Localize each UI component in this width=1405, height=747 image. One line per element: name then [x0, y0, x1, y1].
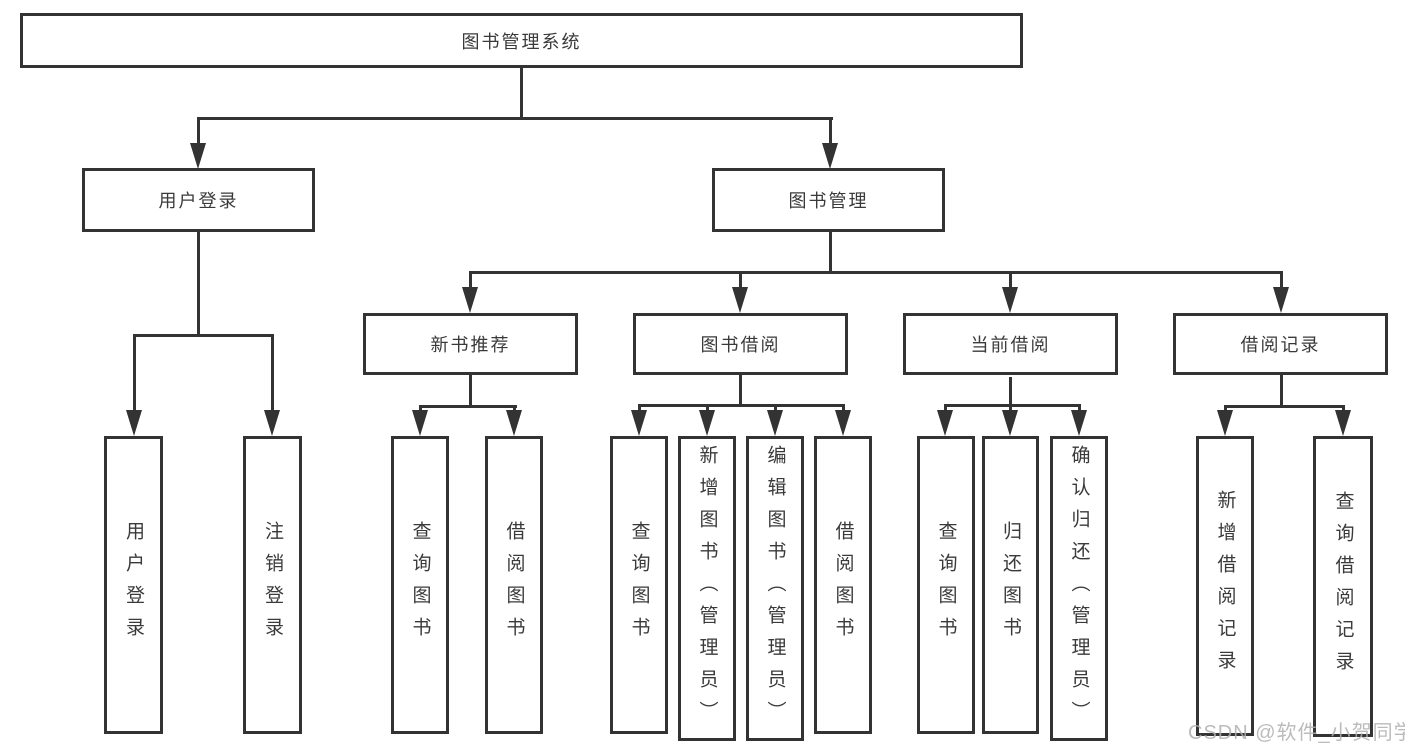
leaf-query-borrow-record-label: 查询借阅记录 [1332, 490, 1354, 683]
node-borrow-record-label: 借阅记录 [1240, 335, 1321, 355]
node-current-borrow-label: 当前借阅 [970, 335, 1051, 355]
leaf-borrow-books-recommend-label: 借阅图书 [503, 521, 525, 649]
node-current-borrow: 当前借阅 [903, 313, 1118, 375]
arrowhead-borrow-icon [732, 287, 748, 313]
arrowhead-add-books-icon [699, 410, 715, 436]
connector-drop-b-books-2 [842, 404, 845, 414]
connector-user-login-bar [133, 334, 274, 337]
node-new-book-recommend-label: 新书推荐 [430, 335, 511, 355]
leaf-user-login-label: 用户登录 [123, 521, 144, 649]
connector-current-bar [944, 404, 1081, 407]
arrowhead-record-icon [1273, 287, 1289, 313]
arrowhead-recommend-icon [462, 287, 478, 313]
connector-drop-book-management [829, 117, 832, 149]
leaf-query-books-current: 查询图书 [917, 436, 975, 734]
connector-drop-borrow [739, 271, 742, 289]
connector-drop-q-books-2 [638, 404, 641, 414]
leaf-query-books-borrow: 查询图书 [610, 436, 668, 734]
connector-drop-record [1280, 271, 1283, 289]
arrowhead-q-books-3-icon [937, 410, 953, 436]
connector-drop-confirm-return [1078, 404, 1081, 414]
leaf-logout-label: 注销登录 [262, 521, 283, 649]
arrowhead-return-books-icon [1002, 410, 1018, 436]
leaf-edit-books-admin: 编辑图书（管理员） [746, 436, 804, 741]
watermark: CSDN @软件_小贺同学 [1188, 722, 1405, 744]
arrowhead-user-login-icon [190, 143, 206, 169]
node-root: 图书管理系统 [20, 13, 1023, 68]
connector-drop-recommend [469, 271, 472, 289]
node-book-borrow-label: 图书借阅 [700, 335, 781, 355]
arrowhead-add-record-icon [1217, 410, 1233, 436]
leaf-return-books-label: 归还图书 [1000, 521, 1021, 649]
leaf-add-books-admin-label: 新增图书（管理员） [696, 444, 718, 733]
connector-root-bar [197, 117, 833, 120]
arrowhead-book-management-icon [822, 143, 838, 169]
leaf-borrow-books: 借阅图书 [814, 436, 872, 734]
node-user-login-label: 用户登录 [158, 191, 239, 211]
arrowhead-q-books-2-icon [631, 410, 647, 436]
arrowhead-q-record-icon [1335, 410, 1351, 436]
leaf-confirm-return-admin-label: 确认归还（管理员） [1068, 444, 1090, 733]
connector-drop-user-login [197, 117, 200, 149]
leaf-add-books-admin: 新增图书（管理员） [678, 436, 736, 741]
arrowhead-b-books-1-icon [506, 410, 522, 436]
leaf-user-login: 用户登录 [104, 436, 163, 734]
connector-drop-leaf-logout [271, 334, 274, 414]
arrowhead-leaf-logout-icon [264, 410, 280, 436]
leaf-logout: 注销登录 [243, 436, 302, 734]
node-book-management: 图书管理 [712, 168, 945, 232]
leaf-borrow-books-recommend: 借阅图书 [485, 436, 543, 734]
leaf-query-borrow-record: 查询借阅记录 [1313, 436, 1373, 737]
connector-user-login-stem [197, 232, 200, 337]
connector-borrow-bar [638, 404, 845, 407]
leaf-confirm-return-admin: 确认归还（管理员） [1050, 436, 1108, 741]
leaf-return-books: 归还图书 [982, 436, 1039, 734]
connector-current-stem [1009, 377, 1012, 406]
node-book-borrow: 图书借阅 [633, 313, 848, 375]
arrowhead-edit-books-icon [767, 410, 783, 436]
leaf-borrow-books-label: 借阅图书 [832, 521, 854, 649]
connector-drop-leaf-login [133, 334, 136, 414]
connector-recommend-bar [419, 405, 517, 408]
leaf-add-borrow-record: 新增借阅记录 [1196, 436, 1254, 736]
connector-record-bar [1224, 405, 1345, 408]
connector-book-management-bar [469, 271, 1283, 274]
connector-record-stem [1280, 375, 1283, 408]
connector-root-stem [520, 67, 523, 120]
node-new-book-recommend: 新书推荐 [363, 313, 578, 375]
connector-drop-return-books [1009, 404, 1012, 414]
connector-drop-add-books [706, 404, 709, 414]
node-book-management-label: 图书管理 [788, 191, 869, 211]
arrowhead-confirm-return-icon [1071, 410, 1087, 436]
leaf-query-books-recommend: 查询图书 [391, 436, 449, 734]
leaf-query-books-recommend-label: 查询图书 [409, 521, 431, 649]
arrowhead-leaf-login-icon [126, 410, 142, 436]
arrowhead-q-books-1-icon [412, 410, 428, 436]
leaf-query-books-borrow-label: 查询图书 [628, 521, 650, 649]
leaf-add-borrow-record-label: 新增借阅记录 [1214, 490, 1236, 682]
leaf-edit-books-admin-label: 编辑图书（管理员） [764, 444, 786, 733]
arrowhead-current-icon [1002, 287, 1018, 313]
connector-recommend-stem [469, 375, 472, 408]
node-borrow-record: 借阅记录 [1173, 313, 1388, 375]
leaf-query-books-current-label: 查询图书 [935, 521, 957, 649]
connector-drop-current [1009, 271, 1012, 289]
node-root-label: 图书管理系统 [461, 31, 582, 52]
connector-book-management-stem [829, 232, 832, 274]
connector-borrow-stem [739, 375, 742, 407]
connector-drop-q-books-3 [944, 404, 947, 414]
arrowhead-b-books-2-icon [835, 410, 851, 436]
node-user-login: 用户登录 [82, 168, 315, 232]
connector-drop-edit-books [774, 404, 777, 414]
